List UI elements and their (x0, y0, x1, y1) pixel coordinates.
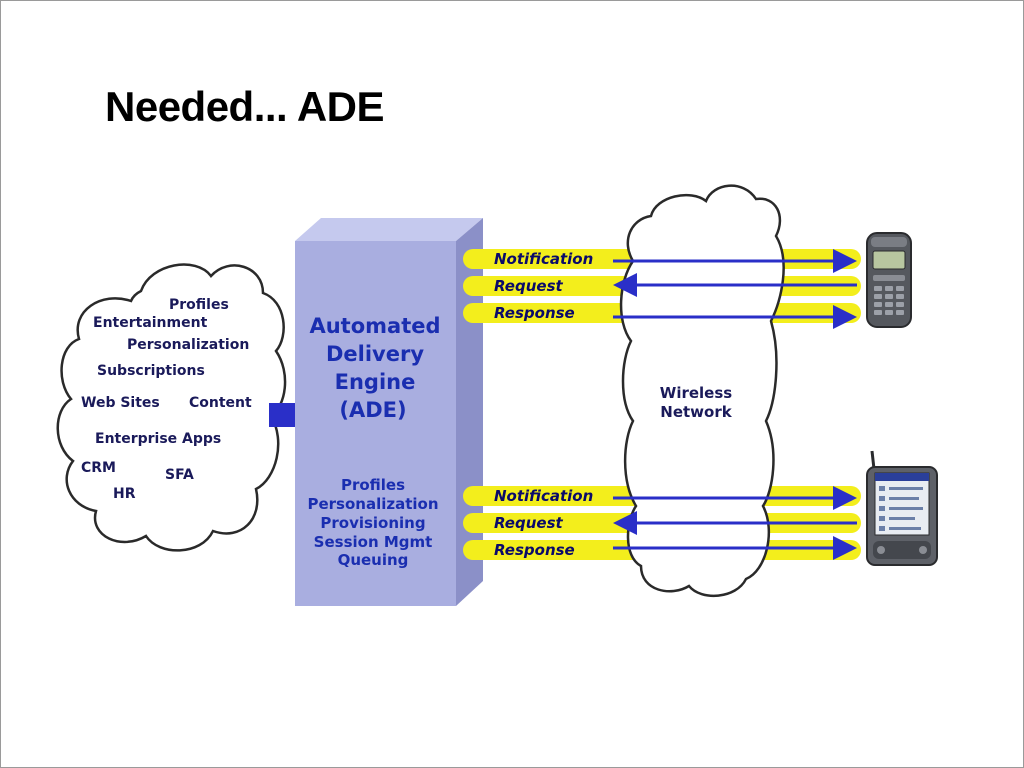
slide-title: Needed... ADE (105, 83, 385, 130)
ade-title-line: Automated (309, 314, 440, 338)
content-sources-cloud: Profiles Entertainment Personalization S… (56, 263, 287, 552)
ade-feature-personalization: Personalization (307, 495, 438, 513)
cloud-item-entertainment: Entertainment (93, 315, 208, 331)
cloud-item-subscriptions: Subscriptions (97, 363, 205, 379)
network-cloud-shape (619, 184, 785, 598)
ade-title-line: Delivery (326, 342, 424, 366)
mobile-phone-icon (866, 232, 912, 328)
label-request-phone: Request (494, 277, 563, 295)
cloud-item-crm: CRM (81, 460, 116, 476)
pda-icon (866, 450, 938, 566)
cloud-item-personalization: Personalization (127, 337, 249, 353)
ade-feature-queuing: Queuing (338, 551, 409, 569)
message-labels: Notification Request Response Notificati… (494, 250, 593, 559)
label-response-pda: Response (494, 541, 575, 559)
ade-block: Automated Delivery Engine (ADE) Profiles… (295, 218, 483, 606)
ade-feature-provisioning: Provisioning (320, 514, 425, 532)
cloud-item-sfa: SFA (165, 467, 194, 483)
message-arrows (613, 249, 857, 560)
label-notification-pda: Notification (494, 487, 593, 505)
cloud-ade-connector (269, 403, 297, 427)
ade-title-line: (ADE) (339, 398, 406, 422)
label-notification-phone: Notification (494, 250, 593, 268)
label-response-phone: Response (494, 304, 575, 322)
ade-feature-profiles: Profiles (341, 476, 405, 494)
ade-feature-session-mgmt: Session Mgmt (314, 533, 433, 551)
network-label-line: Network (660, 403, 732, 421)
ade-block-front (295, 241, 456, 606)
cloud-item-profiles: Profiles (169, 297, 229, 313)
cloud-item-hr: HR (113, 486, 136, 502)
wireless-network-cloud: Wireless Network (619, 184, 785, 598)
ade-title-line: Engine (335, 370, 416, 394)
ade-block-top (295, 218, 483, 241)
cloud-item-content: Content (189, 395, 252, 411)
network-label-line: Wireless (660, 384, 733, 402)
cloud-item-enterprise-apps: Enterprise Apps (95, 431, 221, 447)
label-request-pda: Request (494, 514, 563, 532)
left-cloud-shape (56, 263, 287, 552)
cloud-item-web-sites: Web Sites (81, 395, 160, 411)
